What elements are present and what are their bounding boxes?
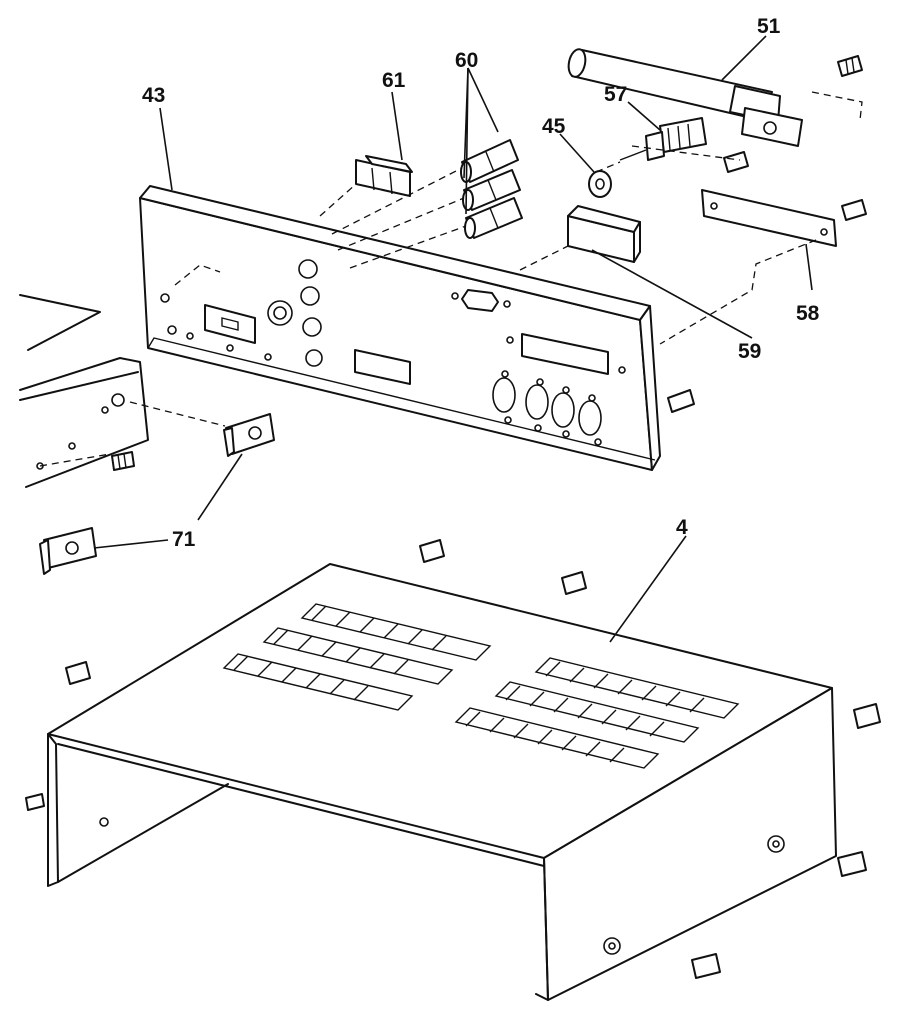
rca-jacks — [460, 139, 523, 239]
callout-60: 60 — [455, 49, 478, 72]
chassis-side-rail — [19, 294, 226, 488]
leader-lines — [93, 35, 813, 643]
callout-71: 71 — [172, 528, 196, 551]
grommet — [588, 170, 612, 198]
vent-grille-right — [454, 657, 740, 769]
screw-set — [25, 55, 881, 979]
cover-plate — [659, 189, 837, 345]
screw-cover-side-b — [691, 953, 721, 979]
screw-top-right — [837, 55, 863, 77]
callout-43: 43 — [142, 84, 165, 107]
callout-59: 59 — [738, 340, 761, 363]
cylinder-capacitor — [567, 48, 863, 147]
screw-45-side — [723, 151, 749, 173]
power-plug — [595, 117, 707, 173]
screw-cover-side-a — [837, 851, 867, 877]
callout-51: 51 — [757, 15, 781, 38]
screw-cover-left — [65, 661, 91, 685]
top-cover — [47, 563, 837, 1001]
callout-61: 61 — [382, 69, 406, 92]
screw-panel-right — [667, 389, 695, 413]
screw-cover-right — [853, 703, 881, 729]
connector-block — [567, 205, 641, 263]
rear-panel — [139, 185, 661, 471]
slide-switch — [355, 155, 413, 197]
assembly-lines — [319, 145, 741, 271]
mounting-bracket-upper — [223, 413, 275, 457]
vent-grille-left — [222, 603, 492, 711]
callout-4: 4 — [676, 516, 688, 539]
callouts: 43 61 60 51 57 45 58 59 71 4 — [142, 15, 820, 551]
screw-cover-top-b — [561, 571, 587, 595]
screw-cover-left-end — [25, 793, 45, 811]
callout-57: 57 — [604, 83, 627, 106]
callout-58: 58 — [796, 302, 820, 325]
mounting-bracket-lower — [39, 527, 97, 575]
screw-chassis-left — [111, 451, 135, 471]
callout-45: 45 — [542, 115, 566, 138]
rca-jack-3 — [464, 197, 523, 239]
screw-cover-top-a — [419, 539, 445, 563]
screw-58-upper — [841, 199, 867, 221]
